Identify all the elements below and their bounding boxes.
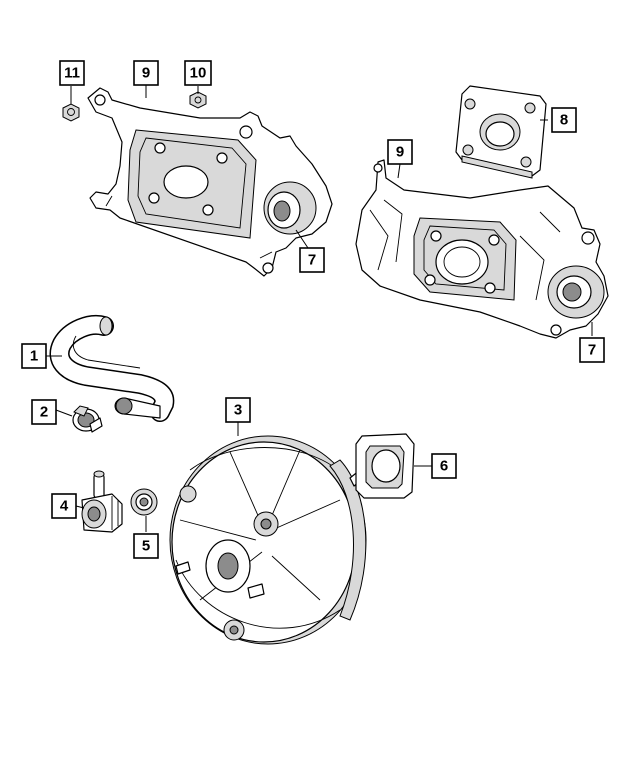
left-mounting-bracket — [87, 87, 333, 277]
right-mounting-bracket — [355, 159, 609, 339]
mounting-plate-part-8 — [455, 85, 547, 179]
callout-7-left: 7 — [299, 247, 325, 273]
callout-4: 4 — [51, 493, 77, 519]
callout-8-label: 8 — [560, 112, 568, 129]
callout-2-label: 2 — [40, 404, 48, 421]
grommet-part-5 — [130, 488, 158, 516]
brake-booster-part-3 — [169, 435, 367, 645]
vacuum-hose-part-1 — [49, 315, 175, 422]
callout-11: 11 — [59, 60, 85, 86]
callout-7-right-label: 7 — [588, 342, 596, 359]
check-valve-part-4 — [81, 470, 123, 533]
callout-7-left-label: 7 — [308, 252, 316, 269]
nut-part-10 — [189, 91, 207, 109]
callout-1-label: 1 — [30, 348, 38, 365]
callout-11-label: 11 — [64, 65, 80, 82]
hose-clamp-part-2 — [72, 405, 103, 433]
callout-9-left: 9 — [133, 60, 159, 86]
booster-gasket-part-6 — [355, 433, 415, 499]
nut-part-11 — [62, 103, 80, 122]
callout-9-left-label: 9 — [142, 65, 150, 82]
callout-1: 1 — [21, 343, 47, 369]
callout-9-right: 9 — [387, 139, 413, 165]
callout-9-right-label: 9 — [396, 144, 404, 161]
callout-2: 2 — [31, 399, 57, 425]
callout-3-label: 3 — [234, 402, 242, 419]
callout-6-label: 6 — [440, 458, 448, 475]
callout-5: 5 — [133, 533, 159, 559]
callout-10-label: 10 — [190, 65, 207, 82]
callout-7-right: 7 — [579, 337, 605, 363]
callout-6: 6 — [431, 453, 457, 479]
callout-5-label: 5 — [142, 538, 150, 555]
callout-4-label: 4 — [60, 498, 69, 515]
leader-lines — [46, 84, 593, 532]
callout-10: 10 — [184, 60, 212, 86]
callout-8: 8 — [551, 107, 577, 133]
callout-3: 3 — [225, 397, 251, 423]
